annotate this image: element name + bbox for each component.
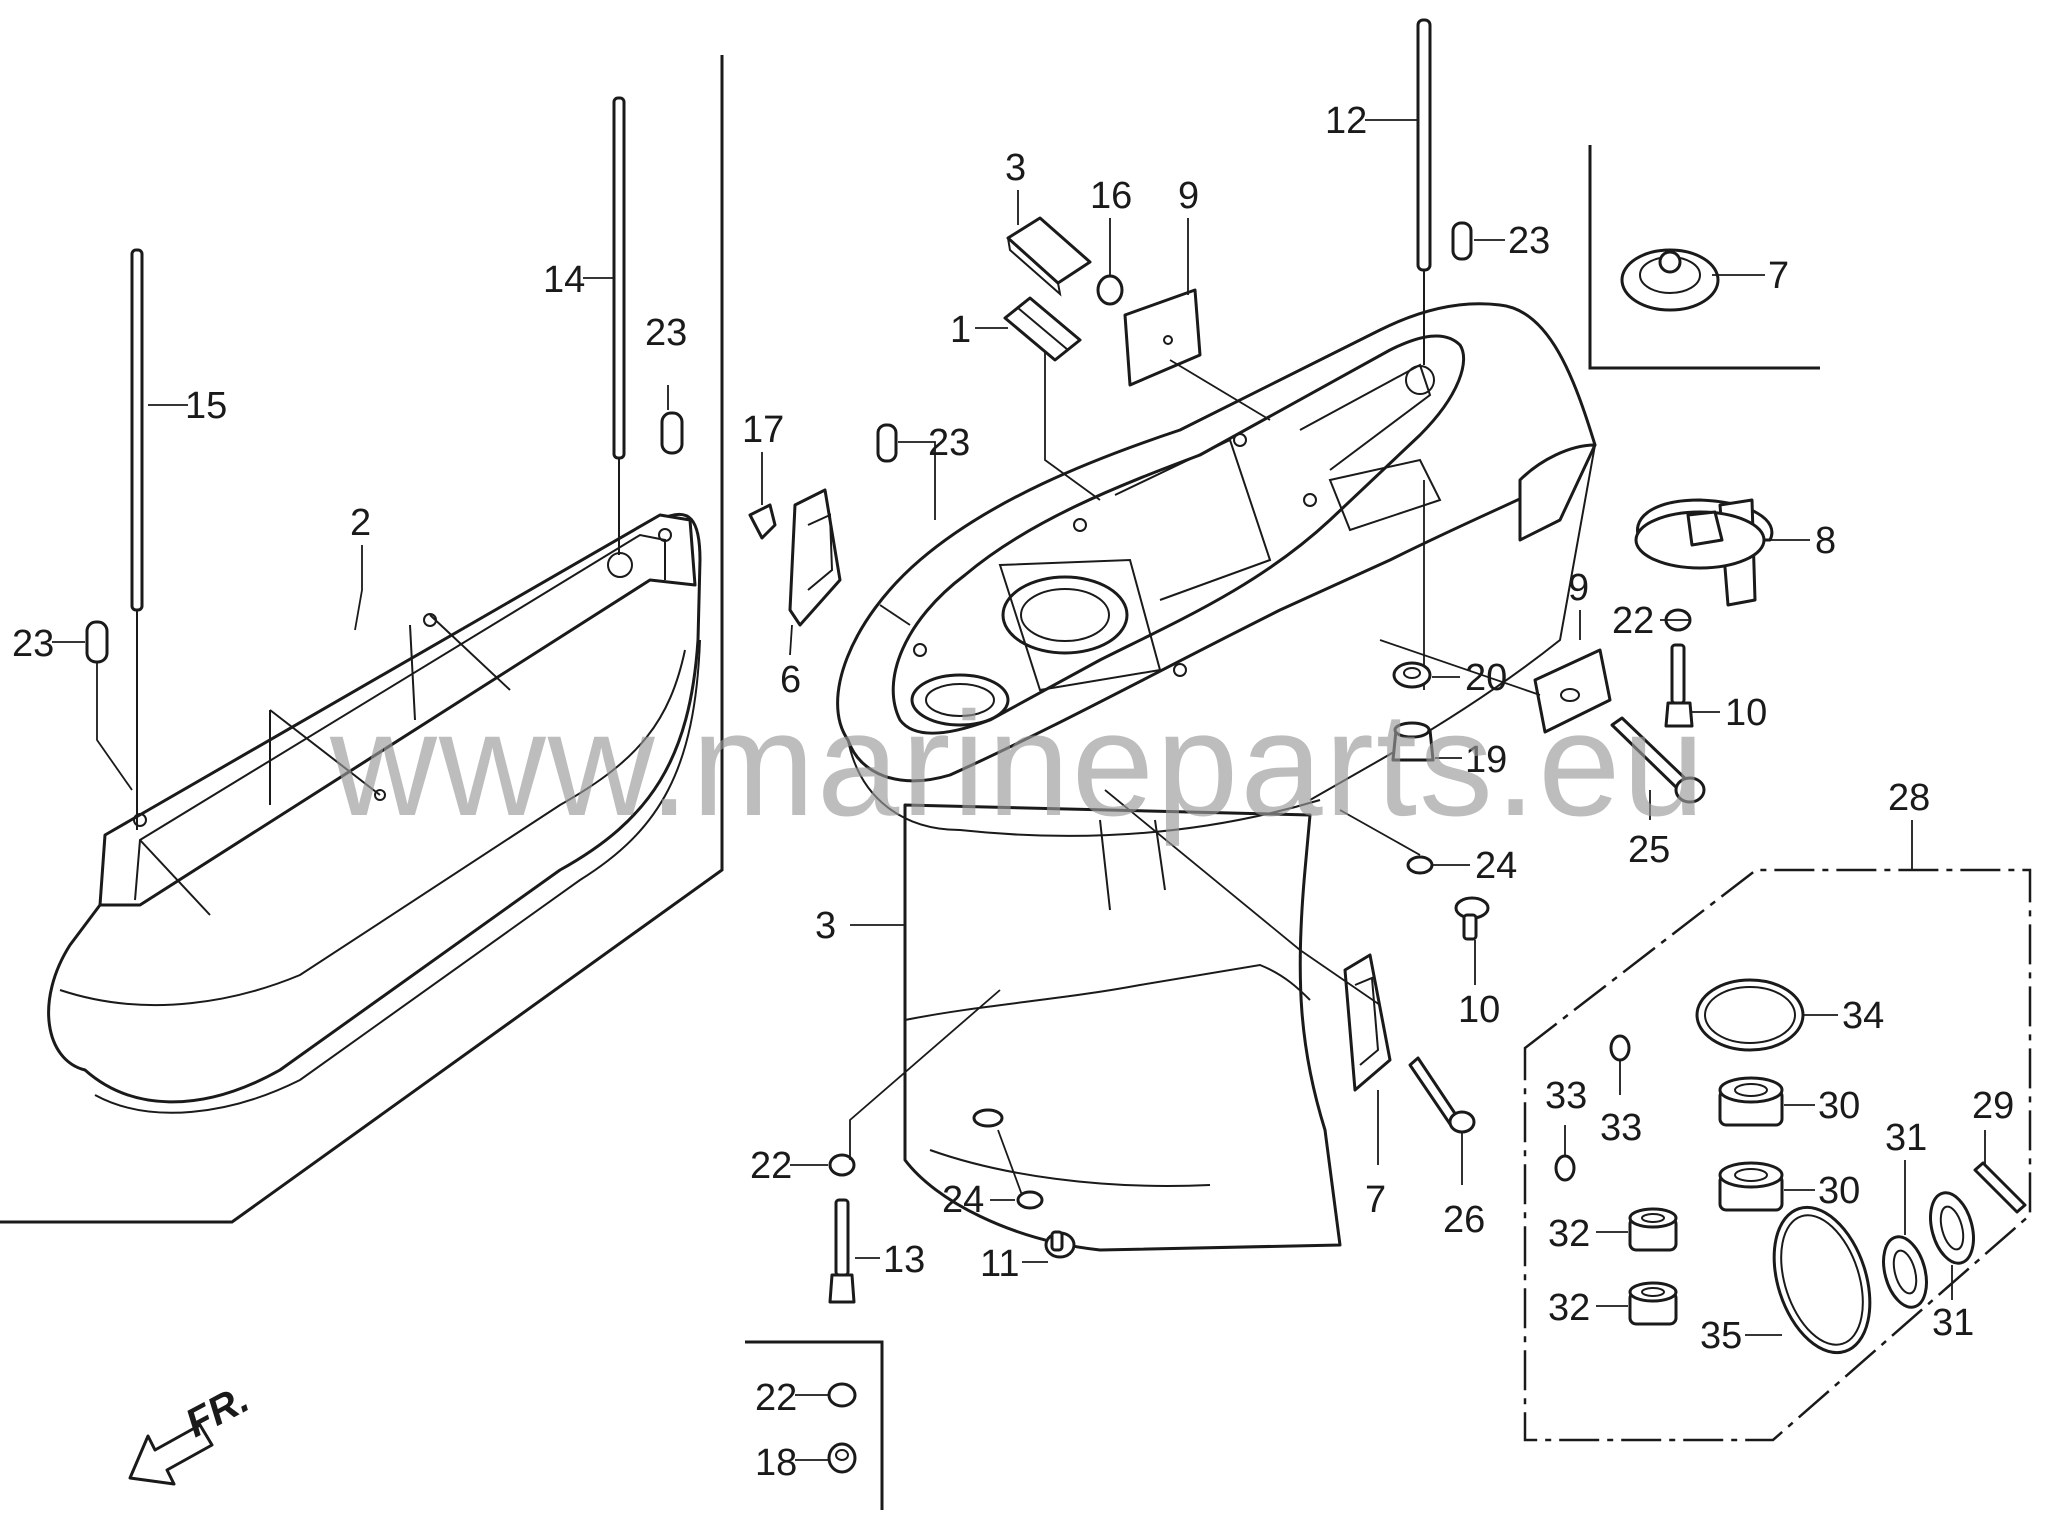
plug-18 [748, 503, 777, 540]
callout-32: 32 [1548, 1213, 1590, 1255]
o-ring-33-right [1609, 1034, 1631, 1062]
callout-16: 15 [185, 385, 227, 427]
callout-22: 22 [755, 1377, 797, 1419]
cover-6 [788, 488, 842, 627]
callout-23: 23 [1508, 220, 1550, 262]
bearing-30-lower [1718, 1161, 1784, 1212]
grommet-20 [1391, 721, 1435, 762]
upper-extension-case [47, 512, 702, 1114]
callout-30: 30 [1818, 1170, 1860, 1212]
anode-9-upper [1123, 288, 1202, 387]
cap-5 [1620, 248, 1720, 312]
callout-15: 14 [543, 259, 585, 301]
callout-6: 6 [780, 659, 801, 701]
bearing-30-upper [1718, 1076, 1784, 1127]
gear-case [836, 302, 1597, 1252]
callout-34: 34 [1842, 995, 1884, 1037]
o-ring-34 [1695, 978, 1805, 1052]
washer-22-center [828, 1153, 856, 1177]
callout-30: 30 [1818, 1085, 1860, 1127]
callout-23: 23 [928, 422, 970, 464]
leader-lines [52, 119, 1986, 1461]
grommet-1 [1003, 296, 1082, 362]
top-right-inset-frame [1588, 145, 1820, 370]
callouts: 15 14 23 2 23 12 23 7 3 16 9 1 23 17 6 8… [12, 100, 2014, 1484]
callout-10: 10 [1458, 989, 1500, 1031]
callout-35: 35 [1700, 1315, 1742, 1357]
callout-31: 31 [1885, 1117, 1927, 1159]
cover-8 [1634, 498, 1774, 607]
bearing-32-upper [1628, 1207, 1678, 1252]
stud-15 [612, 96, 626, 555]
callout-3: 3 [815, 905, 836, 947]
callout-23: 23 [645, 312, 687, 354]
callout-9: 9 [1568, 567, 1589, 609]
callout-33: 33 [1545, 1075, 1587, 1117]
plug-17 [1096, 274, 1124, 306]
callout-22: 22 [1612, 600, 1654, 642]
stud-16 [130, 248, 144, 830]
callout-9: 9 [1178, 175, 1199, 217]
dowel-pin-left-a [85, 620, 133, 791]
callout-20: 19 [1465, 739, 1507, 781]
nut-21 [1392, 661, 1432, 689]
washer-22-inset [827, 1382, 857, 1408]
nut-19-inset [827, 1442, 857, 1474]
bottom-inset-frame [745, 1340, 884, 1510]
callout-21: 20 [1465, 657, 1507, 699]
callout-8: 8 [1815, 520, 1836, 562]
seal-31-right [1929, 1191, 1975, 1265]
callout-13: 12 [1325, 100, 1367, 142]
cover-7 [1343, 953, 1392, 1092]
seal-31-left [1882, 1235, 1928, 1309]
dowel-pin-center-b [1451, 221, 1473, 261]
bolt-11 [1664, 643, 1694, 728]
callout-11: 10 [1725, 692, 1767, 734]
callout-31: 31 [1932, 1302, 1974, 1344]
callout-14: 13 [883, 1239, 925, 1281]
left-inset-frame [0, 55, 724, 1224]
callout-26: 26 [1443, 1199, 1485, 1241]
grommet-4 [1006, 216, 1092, 297]
dowel-pin-center-a [876, 423, 898, 463]
watermark: www.marineparts.eu [329, 682, 1707, 847]
callout-23: 23 [12, 623, 54, 665]
o-ring-24-lower [1016, 1190, 1044, 1210]
callout-17: 16 [1090, 175, 1132, 217]
callout-19: 18 [755, 1442, 797, 1484]
o-ring-24-upper [1406, 855, 1434, 875]
callout-12: 11 [980, 1243, 1019, 1285]
pin-29 [1973, 1161, 2027, 1214]
callout-7: 7 [1365, 1179, 1386, 1221]
callout-24: 24 [942, 1179, 984, 1221]
bolt-14 [828, 1198, 856, 1304]
kit-28-frame [1523, 868, 2032, 1442]
callout-2: 2 [350, 502, 371, 544]
front-direction-arrow: FR. [128, 1377, 256, 1486]
o-ring-33-left [1554, 1154, 1576, 1182]
anode-9-lower [1533, 648, 1612, 734]
callout-28: 28 [1888, 777, 1930, 819]
callout-24: 24 [1475, 845, 1517, 887]
o-ring-35 [1772, 1205, 1872, 1355]
callout-22: 22 [750, 1145, 792, 1187]
callout-5: 7 [1768, 255, 1789, 297]
callout-18: 17 [742, 409, 784, 451]
callout-4: 3 [1005, 147, 1026, 189]
dowel-pin-left-b [660, 411, 684, 455]
callout-29: 29 [1972, 1085, 2014, 1127]
screw-12 [1044, 1230, 1076, 1259]
screw-10 [1454, 896, 1490, 941]
callout-33: 33 [1600, 1107, 1642, 1149]
bolt-26 [1408, 1056, 1476, 1134]
callout-1: 1 [950, 309, 971, 351]
callout-25: 25 [1628, 829, 1670, 871]
bolt-25 [1610, 716, 1706, 804]
callout-32: 32 [1548, 1287, 1590, 1329]
bearing-32-lower [1628, 1281, 1678, 1326]
